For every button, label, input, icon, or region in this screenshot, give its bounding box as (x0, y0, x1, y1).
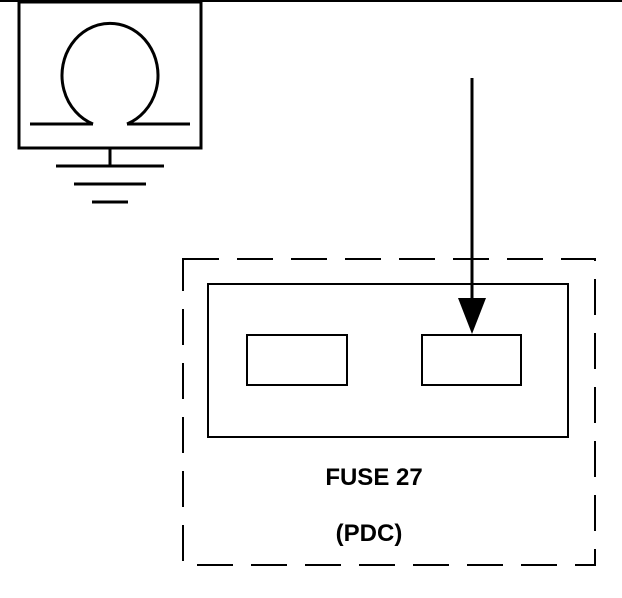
ohmmeter-icon (17, 0, 203, 150)
fuse-location: (PDC) (336, 520, 403, 547)
fuse-terminal-right (421, 334, 522, 386)
probe-arrow (458, 78, 486, 334)
fuse-body (207, 283, 569, 438)
ground-icon (56, 148, 164, 204)
fuse-terminal-left (246, 334, 348, 386)
fuse-label: FUSE 27 (325, 464, 422, 491)
pdc-enclosure (182, 258, 596, 566)
